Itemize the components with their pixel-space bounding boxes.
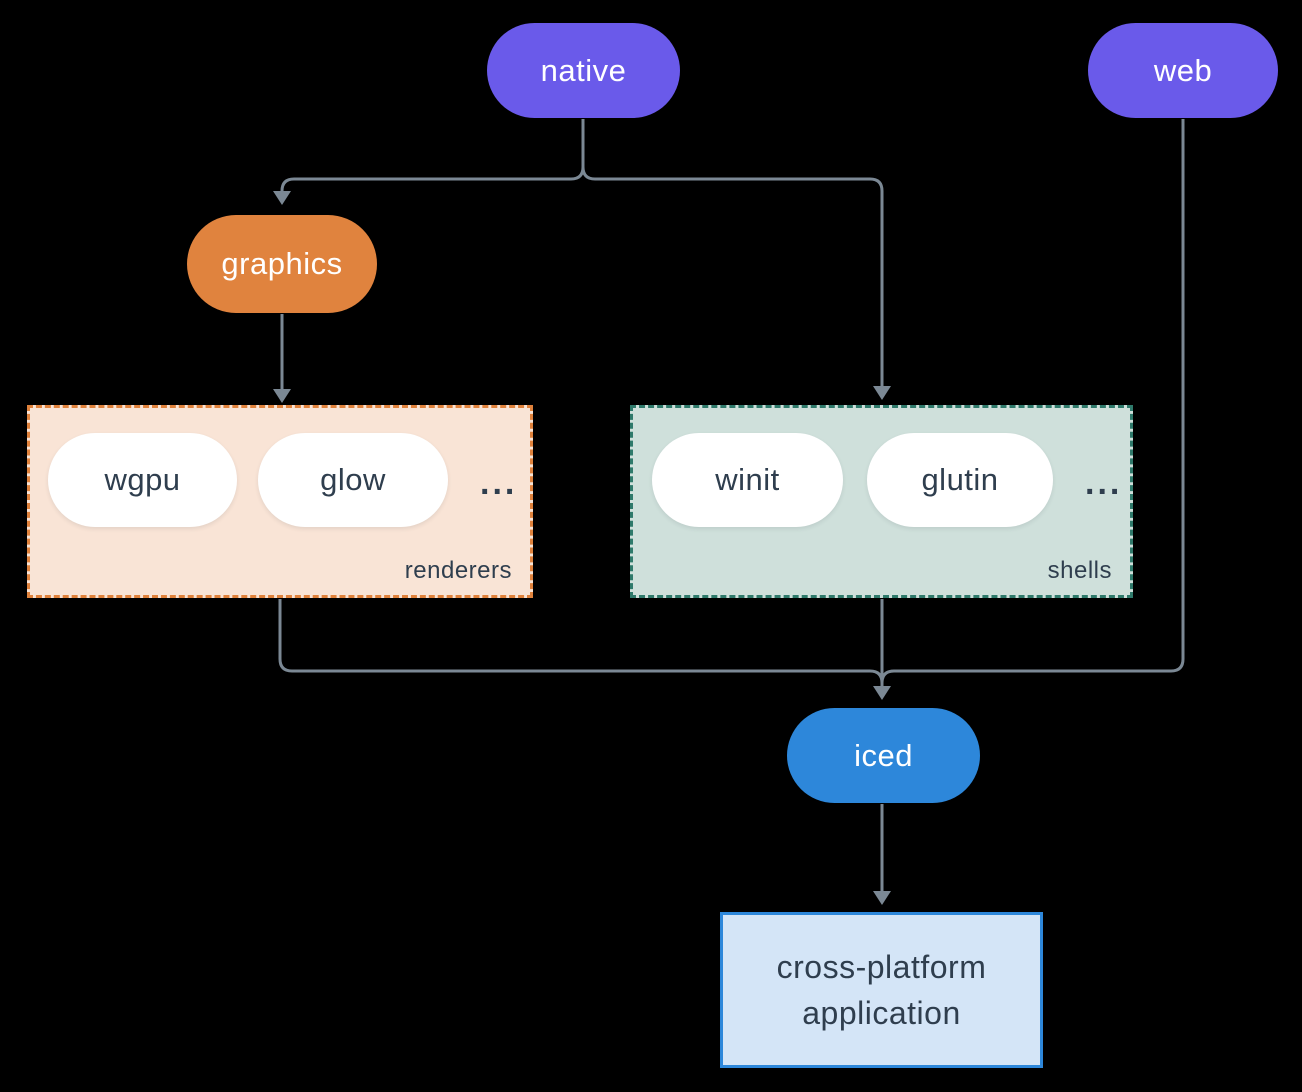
shells-ellipsis: ...	[1085, 464, 1123, 502]
node-winit: winit	[652, 433, 843, 527]
node-iced-label: iced	[854, 737, 913, 773]
node-glutin-label: glutin	[921, 462, 999, 497]
group-shells: winit glutin ... shells	[630, 405, 1133, 598]
node-application-label: cross-platform application	[776, 949, 987, 1031]
node-web-label: web	[1153, 52, 1213, 88]
node-wgpu: wgpu	[48, 433, 237, 527]
edge-native-shells	[581, 166, 884, 386]
arrow-into-iced-icon	[873, 686, 891, 700]
node-application: cross-platform application	[720, 912, 1043, 1068]
node-web: web	[1088, 23, 1278, 118]
node-native: native	[487, 23, 680, 118]
edge-web-iced	[880, 119, 1185, 684]
node-glutin: glutin	[867, 433, 1053, 527]
arrow-into-shells-icon	[873, 386, 891, 400]
node-glow: glow	[258, 433, 448, 527]
node-native-label: native	[540, 52, 627, 88]
node-graphics: graphics	[187, 215, 377, 313]
node-wgpu-label: wgpu	[104, 462, 181, 497]
edge-renderers-iced	[278, 599, 884, 684]
renderers-ellipsis: ...	[480, 464, 518, 502]
group-renderers: wgpu glow ... renderers	[27, 405, 533, 598]
arrow-into-application-icon	[873, 891, 891, 905]
node-glow-label: glow	[320, 462, 386, 497]
node-iced: iced	[787, 708, 980, 803]
arrow-into-graphics-icon	[273, 191, 291, 205]
node-graphics-label: graphics	[221, 246, 343, 281]
shells-group-label: shells	[1047, 557, 1112, 584]
node-winit-label: winit	[715, 462, 780, 497]
edge-native-graphics	[280, 119, 585, 192]
renderers-group-label: renderers	[404, 557, 512, 584]
arrow-into-renderers-icon	[273, 389, 291, 403]
